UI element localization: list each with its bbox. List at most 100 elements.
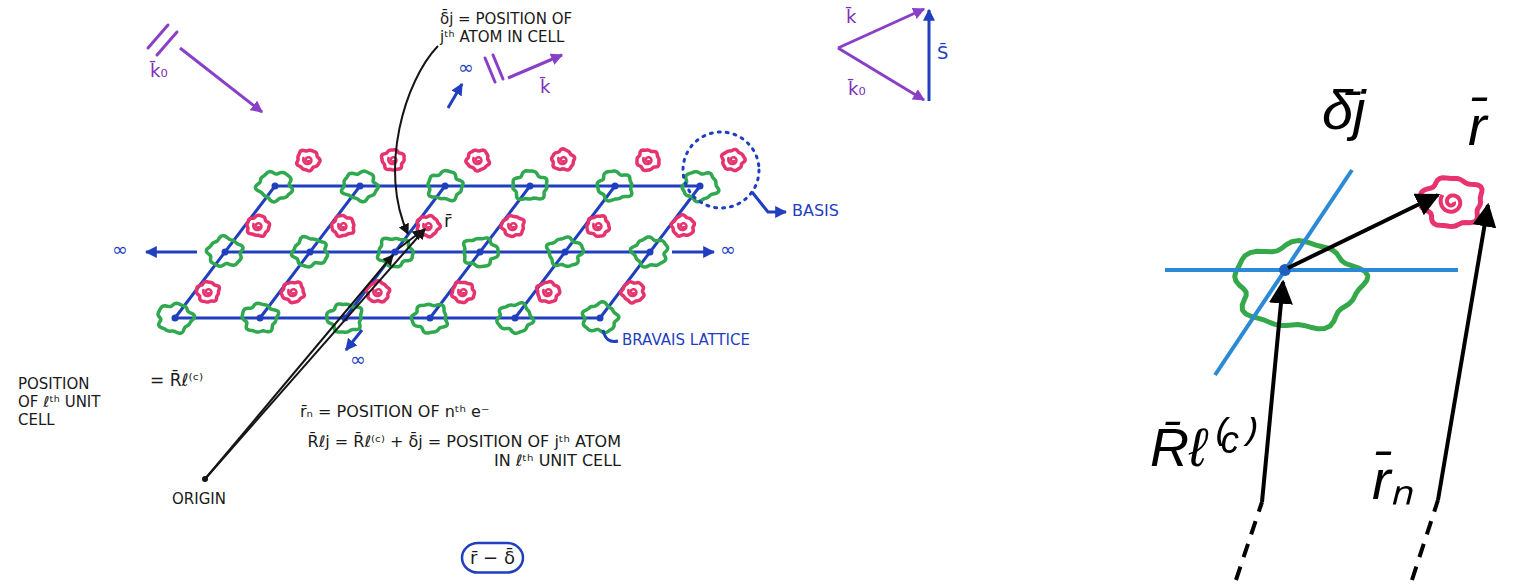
wave-vector-label: k̄₀ [848,78,866,100]
core-blob [428,171,463,201]
lattice-point [647,249,654,256]
core-blob [411,304,447,333]
wave-vector-arrow [838,48,924,100]
origin-label: ORIGIN [172,490,226,508]
infinity-mark: ∞ [720,238,736,261]
atom-core [288,289,296,296]
atom-core [728,157,736,164]
lattice-point [172,315,179,322]
atom-core [473,157,481,164]
atom-core [203,289,211,296]
lattice-line [430,186,530,318]
atom-core [643,157,651,164]
atom-core [628,289,636,296]
lattice-line [1165,268,1458,272]
lattice-point [697,183,704,190]
definition-note: R̄ℓj = R̄ℓ⁽ᶜ⁾ + δ̄j = POSITION OF jᵗʰ AT… [300,432,621,470]
lattice-point [222,249,229,256]
basis-outline [683,132,759,208]
vector-label: r̄ [1468,94,1487,158]
core-blob [497,303,534,334]
lattice-point [527,183,534,190]
extent-arrow [448,84,462,108]
core-blob [158,303,195,333]
lattice-point [307,249,314,256]
bravais-lattice [158,149,745,333]
vector-label: δ̄j [1322,78,1366,142]
lattice-line [175,317,600,320]
atom-blob [197,282,220,302]
lattice-point [562,249,569,256]
atom-blob [452,282,475,303]
wavefront-line [493,55,503,79]
atom-core [558,157,566,164]
core-blob [682,172,719,202]
atom-core [338,223,346,230]
lattice-point [477,249,484,256]
definition-note: r̄ₙ = POSITION OF nᵗʰ e⁻ [300,402,489,421]
definition-note: δ̄j = POSITION OF jᵗʰ ATOM IN CELL [440,10,590,46]
unit-cell-closeup [1235,178,1482,329]
atom-core [253,223,261,230]
wavefront-line [485,58,495,82]
lattice-point [427,315,434,322]
atom-core [508,223,516,230]
wave-vector-arrow [180,48,262,112]
vector-label: r̄ − δ̄ [470,547,515,569]
core-blob [464,238,499,267]
dashed-vector-tail [1236,502,1262,580]
atom-blob [587,216,610,237]
lattice-point [442,183,449,190]
atom-blob [722,149,746,170]
atom-blob [671,215,694,237]
lattice-line [515,186,615,318]
core-blob [341,171,378,202]
atom-blob [621,282,645,303]
core-blob [206,236,243,267]
wavefront-line [157,32,177,55]
part-name: BASIS [792,201,839,220]
lattice-line [260,186,360,318]
vector-label: R̄ℓ⁽ᶜ⁾ [1150,416,1250,478]
atom-blob [466,150,490,171]
leader-line [752,192,786,212]
dashed-vector-tail [1412,500,1438,580]
highlight-ring [462,543,523,573]
core-blob [255,172,292,202]
extent-arrow [672,251,714,254]
lattice-line [1215,170,1352,375]
atom-blob [637,150,659,170]
core-blob [242,303,279,332]
extent-arrow [146,251,197,254]
scattering-vector-label: S̄ [937,42,948,64]
atom-core [543,289,551,296]
lattice-point [272,183,279,190]
wave-vector-label: k̄₀ [150,60,168,82]
lattice-vector [1262,282,1283,502]
scattering-vector-arrow [928,10,931,101]
atom-blob [247,215,270,236]
part-name: BRAVAIS LATTICE [622,331,750,349]
wave-vector-arrow [508,55,562,78]
core-blob [630,237,667,267]
atom-blob [501,216,524,237]
vector-label: = R̄ℓ⁽ᶜ⁾ [150,370,203,390]
infinity-mark: ∞ [112,238,128,261]
atom-core [303,157,311,164]
core-blob [513,171,547,199]
atom-blob [297,150,320,171]
leader-line [603,330,618,342]
electron-vector [1438,205,1488,500]
infinity-mark: ∞ [350,348,366,371]
atom-core [373,289,381,296]
lattice-point [392,249,399,256]
atom-blob [382,150,405,170]
core-blob [547,237,584,266]
lattice-line [345,186,445,318]
extent-arrow [346,330,362,350]
lattice-point [597,315,604,322]
core-blob [582,302,619,333]
lattice-point [357,183,364,190]
core-blob [597,171,632,201]
core-blob [291,237,327,267]
